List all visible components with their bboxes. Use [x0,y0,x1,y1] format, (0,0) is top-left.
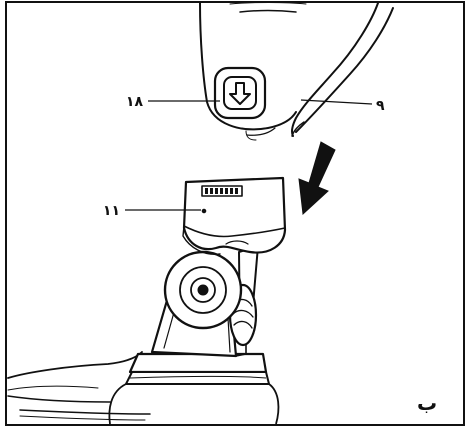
base-body-left [7,351,151,421]
callout-leaders [125,99,373,211]
panel-letter: ب [417,391,437,415]
figure-frame [5,1,465,426]
pivot-disk [163,250,243,330]
down-arrow-icon [298,141,336,216]
release-button-icon [213,66,267,120]
connector-block [182,176,287,255]
callout-label-18: ۱۸ [126,94,144,110]
base-ring [108,352,280,425]
leader-9 [300,99,373,105]
callout-label-9: ۹ [376,98,385,114]
callout-label-11: ۱۱ [103,203,120,219]
